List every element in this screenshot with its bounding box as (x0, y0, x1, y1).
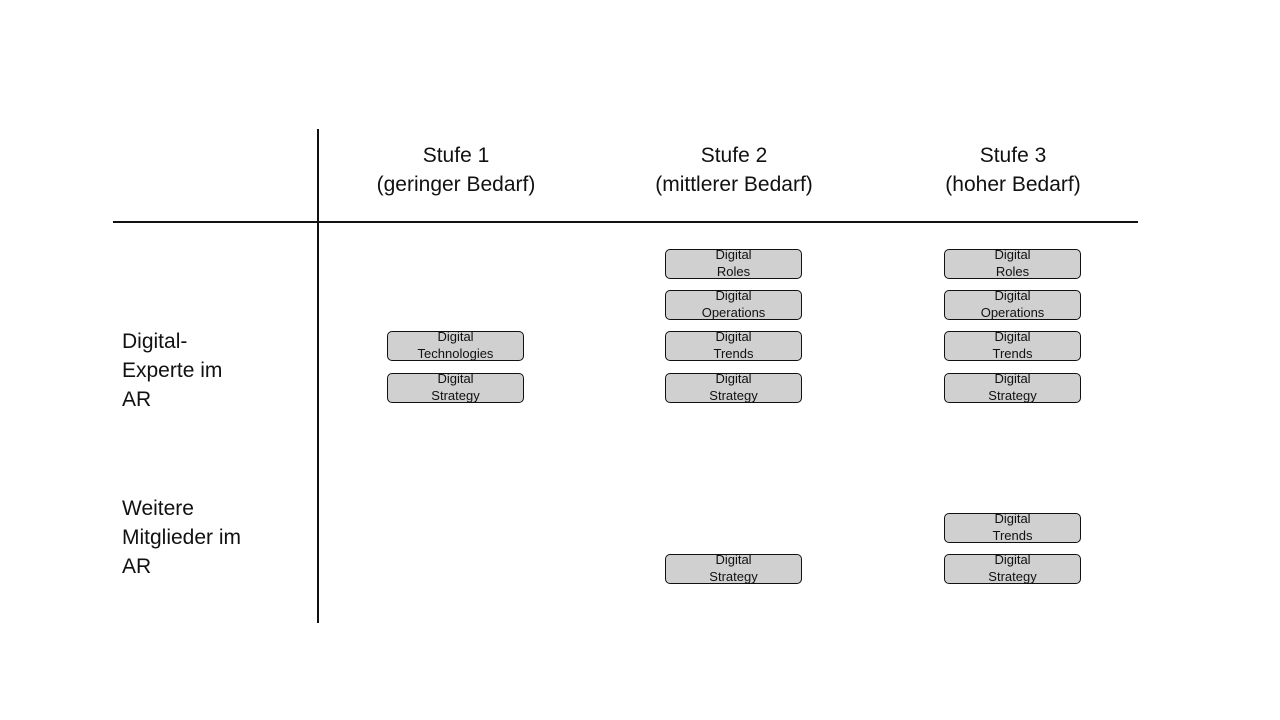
row-header-digital-experte: Digital- Experte im AR (122, 327, 312, 414)
row-header-line: Experte im (122, 359, 223, 382)
box-label-line: Roles (716, 264, 751, 279)
box-label-line: Strategy (431, 388, 480, 403)
competency-box-digital-strategy: Digital Strategy (944, 371, 1081, 403)
competency-box-digital-trends: Digital Trends (944, 511, 1081, 543)
row-header-weitere-mitglieder: Weitere Mitglieder im AR (122, 494, 312, 581)
box-label-line: Digital (994, 371, 1031, 386)
box-label-line: Digital (715, 247, 752, 262)
column-header-subtitle: (hoher Bedarf) (945, 173, 1081, 196)
competency-box-digital-strategy: Digital Strategy (387, 371, 524, 403)
row-header-line: AR (122, 555, 152, 578)
box-label-line: Digital (715, 288, 752, 303)
column-header-stufe-3: Stufe 3 (hoher Bedarf) (903, 141, 1123, 199)
column-header-title: Stufe 3 (979, 144, 1047, 167)
competency-box-digital-trends: Digital Trends (944, 329, 1081, 361)
vertical-divider (317, 129, 319, 623)
box-label-line: Digital (994, 552, 1031, 567)
column-header-subtitle: (geringer Bedarf) (376, 173, 536, 196)
box-label-line: Roles (995, 264, 1030, 279)
row-header-line: Mitglieder im (122, 526, 242, 549)
box-label-line: Strategy (709, 388, 758, 403)
competency-box-digital-strategy: Digital Strategy (944, 552, 1081, 584)
box-label-line: Strategy (988, 569, 1037, 584)
box-label-line: Operations (980, 305, 1045, 320)
column-header-title: Stufe 1 (422, 144, 490, 167)
column-header-title: Stufe 2 (700, 144, 768, 167)
competency-box-digital-roles: Digital Roles (665, 247, 802, 279)
box-label-line: Strategy (709, 569, 758, 584)
competency-box-digital-roles: Digital Roles (944, 247, 1081, 279)
row-header-line: Weitere (122, 497, 194, 520)
column-header-stufe-1: Stufe 1 (geringer Bedarf) (346, 141, 566, 199)
box-label-line: Technologies (417, 346, 494, 361)
box-label-line: Digital (715, 552, 752, 567)
competency-box-digital-trends: Digital Trends (665, 329, 802, 361)
box-label-line: Strategy (988, 388, 1037, 403)
competency-box-digital-strategy: Digital Strategy (665, 371, 802, 403)
box-label-line: Digital (437, 371, 474, 386)
row-header-line: AR (122, 388, 152, 411)
box-label-line: Digital (715, 329, 752, 344)
box-label-line: Digital (715, 371, 752, 386)
column-header-subtitle: (mittlerer Bedarf) (655, 173, 813, 196)
competency-box-digital-operations: Digital Operations (665, 288, 802, 320)
box-label-line: Trends (992, 346, 1033, 361)
competency-box-digital-strategy: Digital Strategy (665, 552, 802, 584)
column-header-stufe-2: Stufe 2 (mittlerer Bedarf) (624, 141, 844, 199)
competency-box-digital-technologies: Digital Technologies (387, 329, 524, 361)
box-label-line: Digital (994, 511, 1031, 526)
box-label-line: Trends (713, 346, 754, 361)
competency-box-digital-operations: Digital Operations (944, 288, 1081, 320)
horizontal-divider (113, 221, 1138, 223)
box-label-line: Digital (994, 247, 1031, 262)
box-label-line: Digital (994, 329, 1031, 344)
row-header-line: Digital- (122, 330, 188, 353)
box-label-line: Trends (992, 528, 1033, 543)
box-label-line: Digital (437, 329, 474, 344)
box-label-line: Operations (701, 305, 766, 320)
box-label-line: Digital (994, 288, 1031, 303)
